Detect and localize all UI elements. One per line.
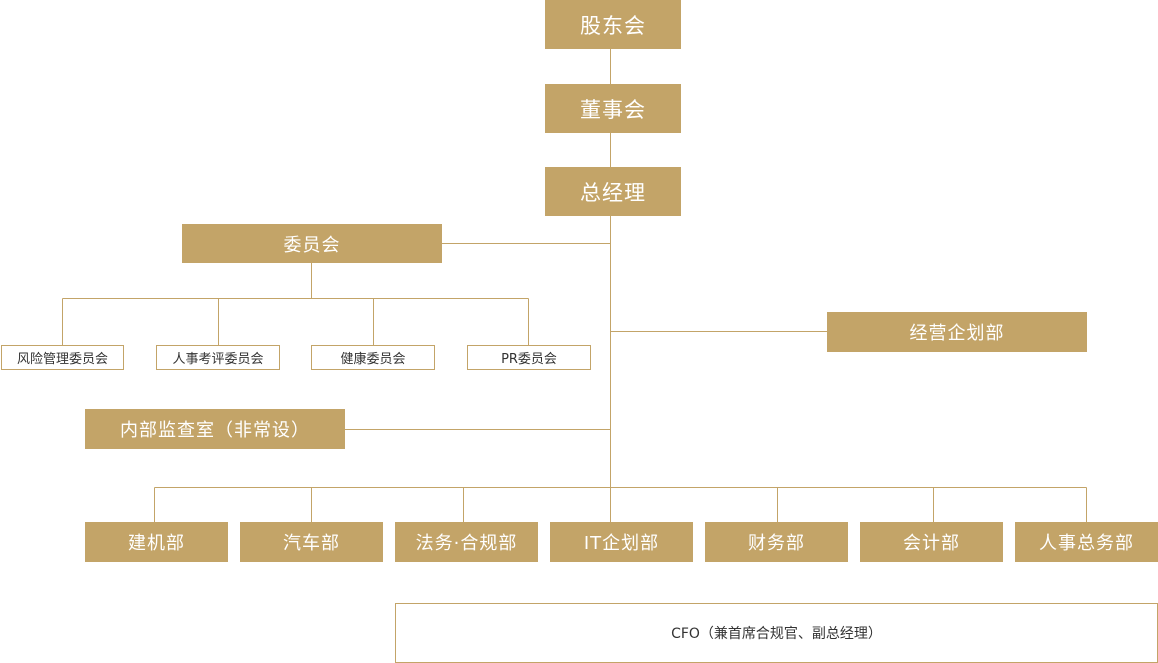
committee-health-box: 健康委员会	[311, 345, 435, 370]
committee-hr-box: 人事考评委员会	[156, 345, 280, 370]
shareholders-box: 股东会	[545, 0, 681, 49]
planning-box: 经营企划部	[827, 312, 1087, 352]
dept-it-box: IT企划部	[550, 522, 693, 562]
dept-auto-box: 汽车部	[240, 522, 383, 562]
president-box: 总经理	[545, 167, 681, 216]
dept-finance-box: 财务部	[705, 522, 848, 562]
board-box: 董事会	[545, 84, 681, 133]
dept-legal-box: 法务·合规部	[395, 522, 538, 562]
audit-box: 内部监查室（非常设）	[85, 409, 345, 449]
committee-pr-box: PR委员会	[467, 345, 591, 370]
committee-box: 委员会	[182, 224, 442, 263]
cfo-note-box: CFO（兼首席合规官、副总经理）	[395, 603, 1158, 663]
dept-accounting-box: 会计部	[860, 522, 1003, 562]
dept-construction-box: 建机部	[85, 522, 228, 562]
dept-hr-box: 人事总务部	[1015, 522, 1158, 562]
committee-risk-box: 风险管理委员会	[1, 345, 124, 370]
